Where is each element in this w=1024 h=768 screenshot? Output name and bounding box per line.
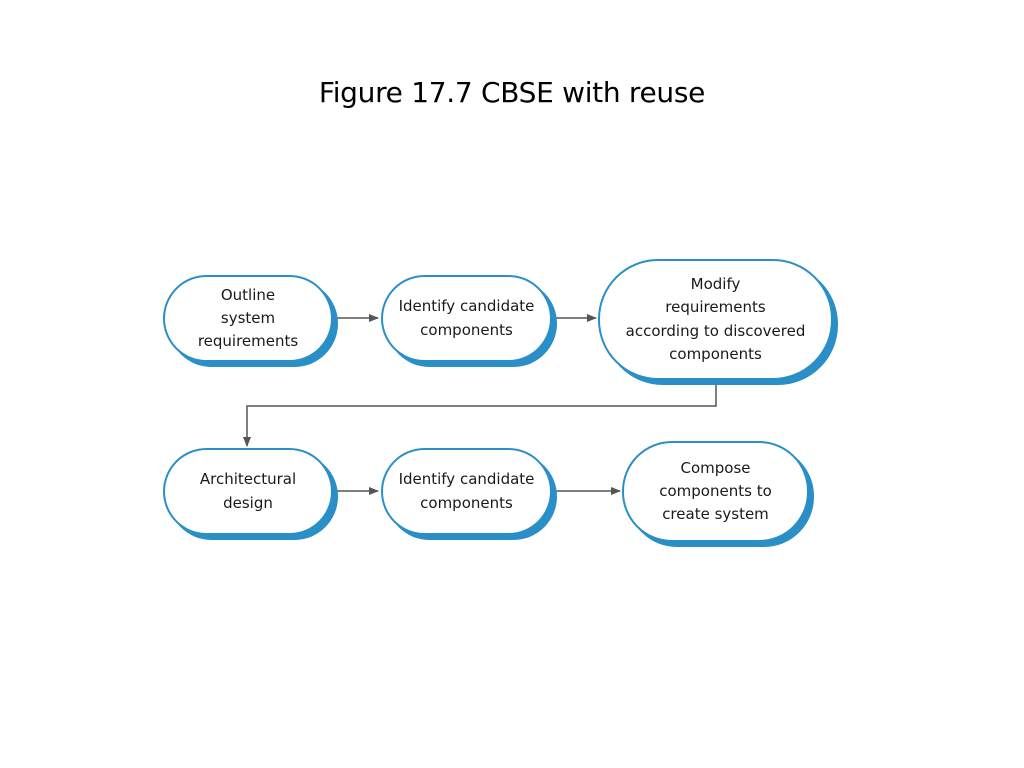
node-identify-candidate-components-2: Identify candidate components	[381, 448, 552, 535]
figure-title: Figure 17.7 CBSE with reuse	[318, 76, 706, 109]
node-label: Identify candidate components	[398, 297, 535, 339]
node-label: Architectural design	[199, 470, 297, 512]
node-label: Identify candidate components	[398, 470, 535, 512]
node-label: Outline system requirements	[197, 285, 299, 351]
node-identify-candidate-components-1: Identify candidate components	[381, 275, 552, 362]
node-outline-system-requirements: Outline system requirements	[163, 275, 333, 362]
node-architectural-design: Architectural design	[163, 448, 333, 535]
arrow-modify-to-arch	[243, 382, 717, 447]
node-compose-components: Compose components to create system	[622, 441, 809, 542]
node-label: Modify requirements according to discove…	[625, 275, 806, 363]
node-modify-requirements: Modify requirements according to discove…	[598, 259, 833, 380]
node-label: Compose components to create system	[659, 458, 772, 524]
